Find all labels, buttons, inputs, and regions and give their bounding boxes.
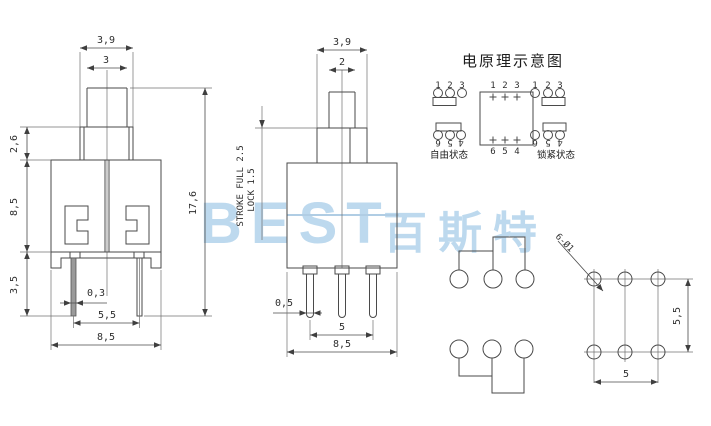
svg-text:5,5: 5,5 [98,310,116,321]
pcb-layout: 6-Ø1 5,5 5 [553,231,693,385]
watermark-underline [287,214,399,216]
svg-text:5: 5 [623,369,629,380]
hole [586,271,602,287]
svg-text:5: 5 [339,322,345,333]
svg-text:3: 3 [514,81,519,91]
locked-state-label: 锁紧状态 [537,149,576,161]
front-pins [70,257,143,317]
svg-text:2: 2 [545,81,550,91]
svg-text:17,6: 17,6 [188,191,199,215]
svg-text:6: 6 [532,137,537,147]
circuit-schematic: 电原理示意图 1 2 3 6 5 4 自由状态 1 2 3 6 5 [430,52,576,161]
front-dim-pin-span: 5,5 [73,310,140,328]
svg-text:3,5: 3,5 [9,276,20,294]
svg-text:1: 1 [490,81,495,91]
pcb-holes [586,271,666,360]
front-dim-body-width: 8,5 [50,270,162,350]
side-dim-pin-span: 5 [309,320,374,340]
pcb-dim-row-pitch: 5,5 [672,279,691,352]
svg-text:2: 2 [502,81,507,91]
svg-text:5: 5 [545,137,550,147]
front-dim-pin-thickness: 0,3 [60,288,107,306]
side-dim-pin-width: 0,5 [273,298,322,316]
svg-text:3: 3 [103,55,109,66]
front-right-notch [125,205,150,245]
svg-text:2: 2 [339,57,345,68]
front-plunger [79,52,134,127]
contact-cross-row-bottom [489,136,521,144]
front-dim-plunger-width: 3 [87,55,127,71]
hole [650,271,666,287]
svg-text:8,5: 8,5 [97,332,115,343]
svg-text:5: 5 [447,137,452,147]
svg-text:3,9: 3,9 [333,37,351,48]
pcb-hole-callout: 6-Ø1 [553,231,604,292]
side-plunger [316,54,368,128]
front-dim-cap-width: 3,9 [80,35,133,51]
hole [617,271,633,287]
hole [650,344,666,360]
svg-text:4: 4 [514,147,519,157]
hole [586,344,602,360]
front-body [50,159,162,269]
front-dim-body-height: 8,5 [9,160,51,253]
svg-text:0,3: 0,3 [87,288,105,299]
front-view-drawing: 3,9 3 2,6 8,5 3,5 17,6 [9,35,212,350]
side-pins [302,265,381,318]
switch-center-box: 1 2 3 6 5 4 [479,81,534,157]
front-dim-pin-length: 3,5 [9,252,71,317]
front-dim-total-height: 17,6 [130,87,212,317]
side-stroke-annotation: STROKE FULL 2.5 LOCK 1.5 [236,106,317,240]
svg-text:1: 1 [532,81,537,91]
svg-text:STROKE FULL 2.5: STROKE FULL 2.5 [236,145,246,226]
front-dim-cap-height: 2,6 [9,126,80,161]
svg-text:0,5: 0,5 [275,298,293,309]
locked-state-diagram: 1 2 3 6 5 4 锁紧状态 [530,81,576,161]
svg-text:4: 4 [557,137,562,147]
svg-text:5: 5 [502,147,507,157]
wiring-diagram [449,236,535,394]
svg-text:2: 2 [447,81,452,91]
front-left-pin [70,257,77,317]
svg-text:5,5: 5,5 [672,307,683,325]
svg-text:6: 6 [490,147,495,157]
side-dim-cap-width: 3,9 [317,37,367,53]
svg-text:8,5: 8,5 [9,198,20,216]
svg-text:8,5: 8,5 [333,339,351,350]
wiring-bottom-group [449,339,534,394]
hole [617,344,633,360]
pcb-grid [584,269,693,383]
svg-text:6: 6 [435,137,440,147]
svg-text:3: 3 [557,81,562,91]
svg-text:2,6: 2,6 [9,135,20,153]
pcb-dim-col-pitch: 5 [594,369,658,385]
front-flange [79,126,134,161]
svg-text:LOCK 1.5: LOCK 1.5 [247,168,257,211]
svg-text:1: 1 [435,81,440,91]
free-state-label: 自由状态 [430,149,469,161]
svg-text:4: 4 [458,137,463,147]
side-dim-plunger-width: 2 [329,57,355,73]
schematic-title: 电原理示意图 [462,52,564,70]
side-body [286,162,398,269]
svg-text:3,9: 3,9 [97,35,115,46]
side-dim-body-width: 8,5 [286,272,398,357]
wiring-top-group [449,236,535,289]
front-left-notch [64,205,89,245]
contact-cross-row-top [489,93,521,101]
free-state-diagram: 1 2 3 6 5 4 自由状态 [430,81,469,161]
svg-text:3: 3 [459,81,464,91]
svg-text:6-Ø1: 6-Ø1 [553,231,576,254]
side-view-drawing: STROKE FULL 2.5 LOCK 1.5 3,9 2 0,5 5 [236,37,398,357]
